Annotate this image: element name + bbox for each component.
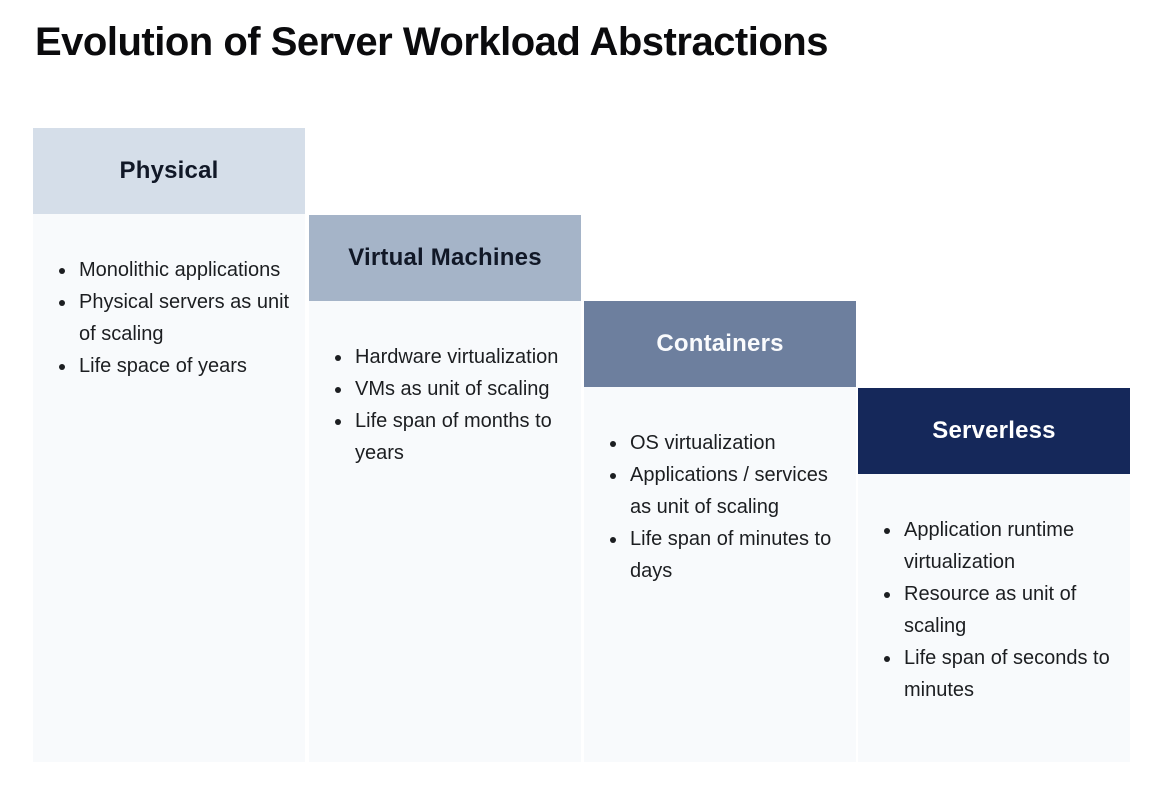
column-containers: Containers OS virtualization Application… (584, 301, 856, 762)
bullet-item: VMs as unit of scaling (353, 373, 573, 405)
column-serverless: Serverless Application runtime virtualiz… (858, 388, 1130, 762)
column-physical: Physical Monolithic applications Physica… (33, 128, 305, 762)
bullet-item: OS virtualization (628, 427, 848, 459)
bullet-item: Hardware virtualization (353, 341, 573, 373)
bullet-item: Monolithic applications (77, 254, 297, 286)
bullet-list-physical: Monolithic applications Physical servers… (33, 254, 305, 382)
column-body-serverless: Application runtime virtualization Resou… (858, 474, 1130, 762)
bullet-item: Life span of seconds to minutes (902, 642, 1122, 706)
column-header-serverless: Serverless (858, 388, 1130, 474)
column-header-virtual-machines: Virtual Machines (309, 215, 581, 301)
bullet-item: Applications / services as unit of scali… (628, 459, 848, 523)
column-body-virtual-machines: Hardware virtualization VMs as unit of s… (309, 301, 581, 762)
bullet-item: Life span of minutes to days (628, 523, 848, 587)
bullet-list-containers: OS virtualization Applications / service… (584, 427, 856, 587)
column-virtual-machines: Virtual Machines Hardware virtualization… (309, 215, 581, 762)
column-header-physical: Physical (33, 128, 305, 214)
column-body-containers: OS virtualization Applications / service… (584, 387, 856, 762)
bullet-item: Physical servers as unit of scaling (77, 286, 297, 350)
bullet-item: Resource as unit of scaling (902, 578, 1122, 642)
column-header-containers: Containers (584, 301, 856, 387)
page-title: Evolution of Server Workload Abstraction… (35, 20, 828, 64)
bullet-list-serverless: Application runtime virtualization Resou… (858, 514, 1130, 706)
bullet-item: Application runtime virtualization (902, 514, 1122, 578)
bullet-item: Life span of months to years (353, 405, 573, 469)
bullet-list-virtual-machines: Hardware virtualization VMs as unit of s… (309, 341, 581, 469)
bullet-item: Life space of years (77, 350, 297, 382)
column-body-physical: Monolithic applications Physical servers… (33, 214, 305, 762)
